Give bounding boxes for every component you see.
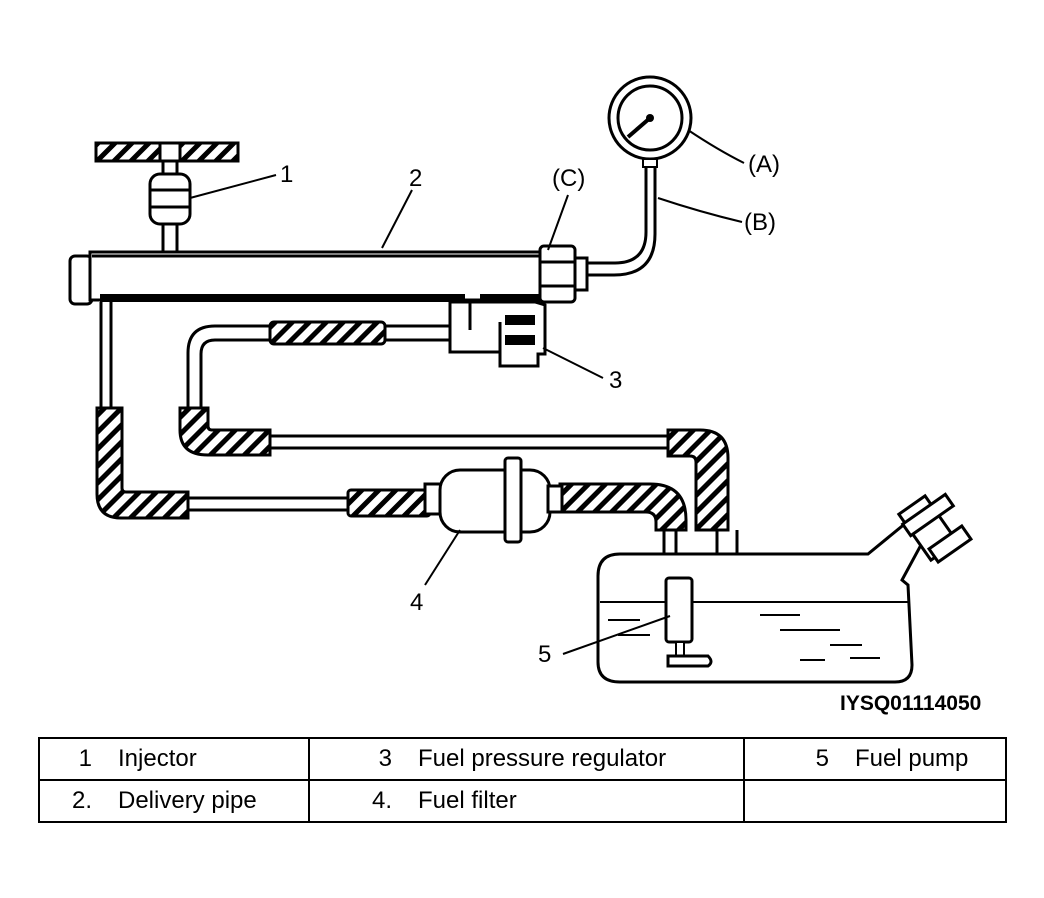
return-hose-elbow — [178, 406, 272, 457]
legend-label: Fuel pressure regulator — [418, 745, 667, 772]
legend-number: 3 — [378, 745, 392, 772]
callout-b: (B) — [744, 209, 776, 236]
legend-number: 2. — [71, 787, 92, 814]
callout-3: 3 — [609, 367, 622, 394]
callout-2: 2 — [409, 165, 422, 192]
legend-row: 2. Delivery pipe 4. Fuel filter — [38, 779, 1007, 823]
legend-label: Injector — [118, 745, 197, 772]
callout-a: (A) — [748, 151, 780, 178]
legend-row: 1 Injector 3 Fuel pressure regulator 5 Fuel… — [38, 737, 1007, 781]
legend-number: 5 — [815, 745, 829, 772]
leader-lines — [189, 129, 745, 655]
fuel-pressure-regulator — [448, 300, 547, 368]
delivery-pipe — [68, 244, 589, 306]
feed-hose-sleeve — [346, 488, 432, 518]
callout-5: 5 — [538, 641, 551, 668]
callout-1: 1 — [280, 161, 293, 188]
legend-cell: 5 Fuel pump — [743, 737, 1007, 781]
legend-label: Fuel pump — [855, 745, 969, 772]
fuel-tank — [596, 492, 974, 684]
legend-number: 4. — [371, 787, 392, 814]
callout-4: 4 — [410, 589, 423, 616]
fuel-level-lines — [608, 614, 880, 661]
feed-hose-elbow — [95, 406, 190, 520]
feed-hose-outlet — [558, 482, 688, 532]
legend-label: Fuel filter — [418, 787, 517, 814]
legend-cell: 2. Delivery pipe — [38, 779, 310, 823]
fuel-pump — [664, 576, 713, 668]
gauge-hose — [587, 167, 657, 277]
legend-cell: 1 Injector — [38, 737, 310, 781]
return-hose-sleeve — [268, 320, 387, 346]
filler-neck — [896, 492, 974, 565]
legend-cell: 3 Fuel pressure regulator — [308, 737, 745, 781]
callout-c: (C) — [552, 165, 585, 192]
mounting-plate — [94, 141, 240, 163]
legend-label: Delivery pipe — [118, 787, 257, 814]
legend-number: 1 — [78, 745, 92, 772]
injector — [148, 159, 192, 254]
legend-cell: 4. Fuel filter — [308, 779, 745, 823]
figure-id: IYSQ01114050 — [840, 692, 981, 715]
pressure-gauge — [607, 75, 693, 168]
return-hose-tank — [666, 428, 730, 532]
fuel-filter — [423, 456, 564, 544]
legend-cell — [743, 779, 1007, 823]
